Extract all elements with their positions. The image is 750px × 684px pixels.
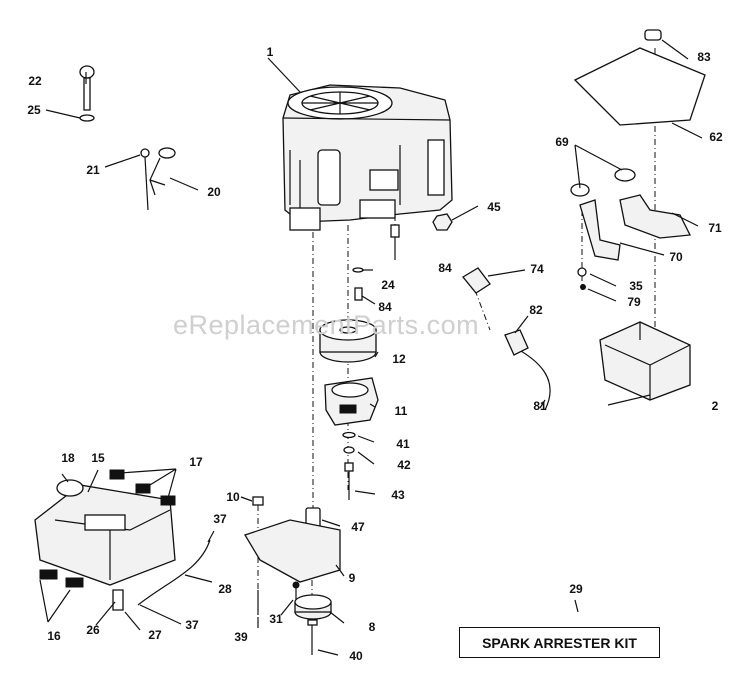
washer-35 (577, 267, 587, 277)
part-number: 70 (669, 250, 683, 264)
bolt-43 (344, 462, 354, 500)
part-number: 45 (487, 200, 501, 214)
part-number: 39 (234, 630, 248, 644)
pad-17b (135, 483, 151, 494)
part-number: 20 (207, 185, 221, 199)
part-number: 21 (86, 163, 100, 177)
part-number: 16 (47, 629, 61, 643)
bolt-40 (307, 619, 318, 655)
part-number: 35 (629, 279, 643, 293)
part-number: 1 (266, 45, 274, 59)
part-number: 84 (378, 300, 392, 314)
washer-24 (352, 267, 364, 273)
part-number: 15 (91, 451, 105, 465)
washer-42 (343, 446, 355, 454)
part-number: 31 (269, 612, 283, 626)
part-number: 69 (555, 135, 569, 149)
part-number: 37 (185, 618, 199, 632)
part-number: 24 (381, 278, 395, 292)
bolt-10 (252, 496, 264, 506)
washer-41 (342, 431, 356, 439)
part-number: 27 (148, 628, 162, 642)
part-number: 41 (396, 437, 410, 451)
fitting-26 (112, 589, 124, 611)
part-number: 12 (392, 352, 406, 366)
hose-28 (137, 539, 211, 606)
part-number: 29 (569, 582, 583, 596)
watermark-text: eReplacementParts.com (173, 310, 480, 340)
bracket-9 (244, 519, 341, 583)
part-number: 40 (349, 649, 363, 663)
part-number: 9 (348, 571, 356, 585)
part-number: 28 (218, 582, 232, 596)
pad-16a (39, 569, 58, 580)
part-number: 79 (627, 295, 641, 309)
heat-shield-62 (573, 47, 706, 126)
part-number: 26 (86, 623, 100, 637)
part-number: 82 (529, 303, 543, 317)
pad-16b (65, 577, 84, 588)
part-number: 74 (530, 262, 544, 276)
screw-31 (292, 581, 300, 589)
part-number: 18 (61, 451, 75, 465)
part-number: 11 (394, 404, 408, 418)
part-number: 47 (351, 520, 365, 534)
part-number: 25 (27, 103, 41, 117)
screw-79 (580, 284, 586, 290)
base-assembly-15 (34, 479, 176, 586)
clutch-11 (324, 377, 379, 426)
part-number: 2 (711, 399, 719, 413)
clamp-82 (504, 329, 529, 356)
pad-17a (109, 469, 125, 480)
part-number: 43 (391, 488, 405, 502)
part-number: 17 (189, 455, 203, 469)
fuel-filter-74 (462, 267, 491, 294)
leader-lines (39, 39, 703, 656)
part-number: 71 (708, 221, 722, 235)
part-number: 62 (709, 130, 723, 144)
muffler-2 (599, 321, 691, 401)
oil-fill-cap (79, 65, 95, 122)
spark-arrester-kit-label: SPARK ARRESTER KIT (459, 627, 660, 658)
bolt-84-lower (354, 287, 363, 301)
part-number: 37 (213, 512, 227, 526)
dipstick-assembly (140, 147, 176, 211)
part-number: 10 (226, 490, 240, 504)
engine-illustration (282, 84, 453, 231)
bolt-84-upper (390, 224, 400, 260)
centerline-fuel (474, 289, 491, 331)
part-number: 81 (533, 399, 547, 413)
part-number: 83 (697, 50, 711, 64)
bolt-83 (644, 29, 662, 41)
part-number: 8 (368, 620, 376, 634)
idler-pulley-8 (294, 594, 332, 620)
part-number: 84 (438, 261, 452, 275)
exhaust-pipes (570, 168, 692, 261)
pulley-12 (319, 319, 377, 363)
nut-45 (432, 213, 453, 231)
part-number: 22 (28, 74, 42, 88)
part-number: 42 (397, 458, 411, 472)
